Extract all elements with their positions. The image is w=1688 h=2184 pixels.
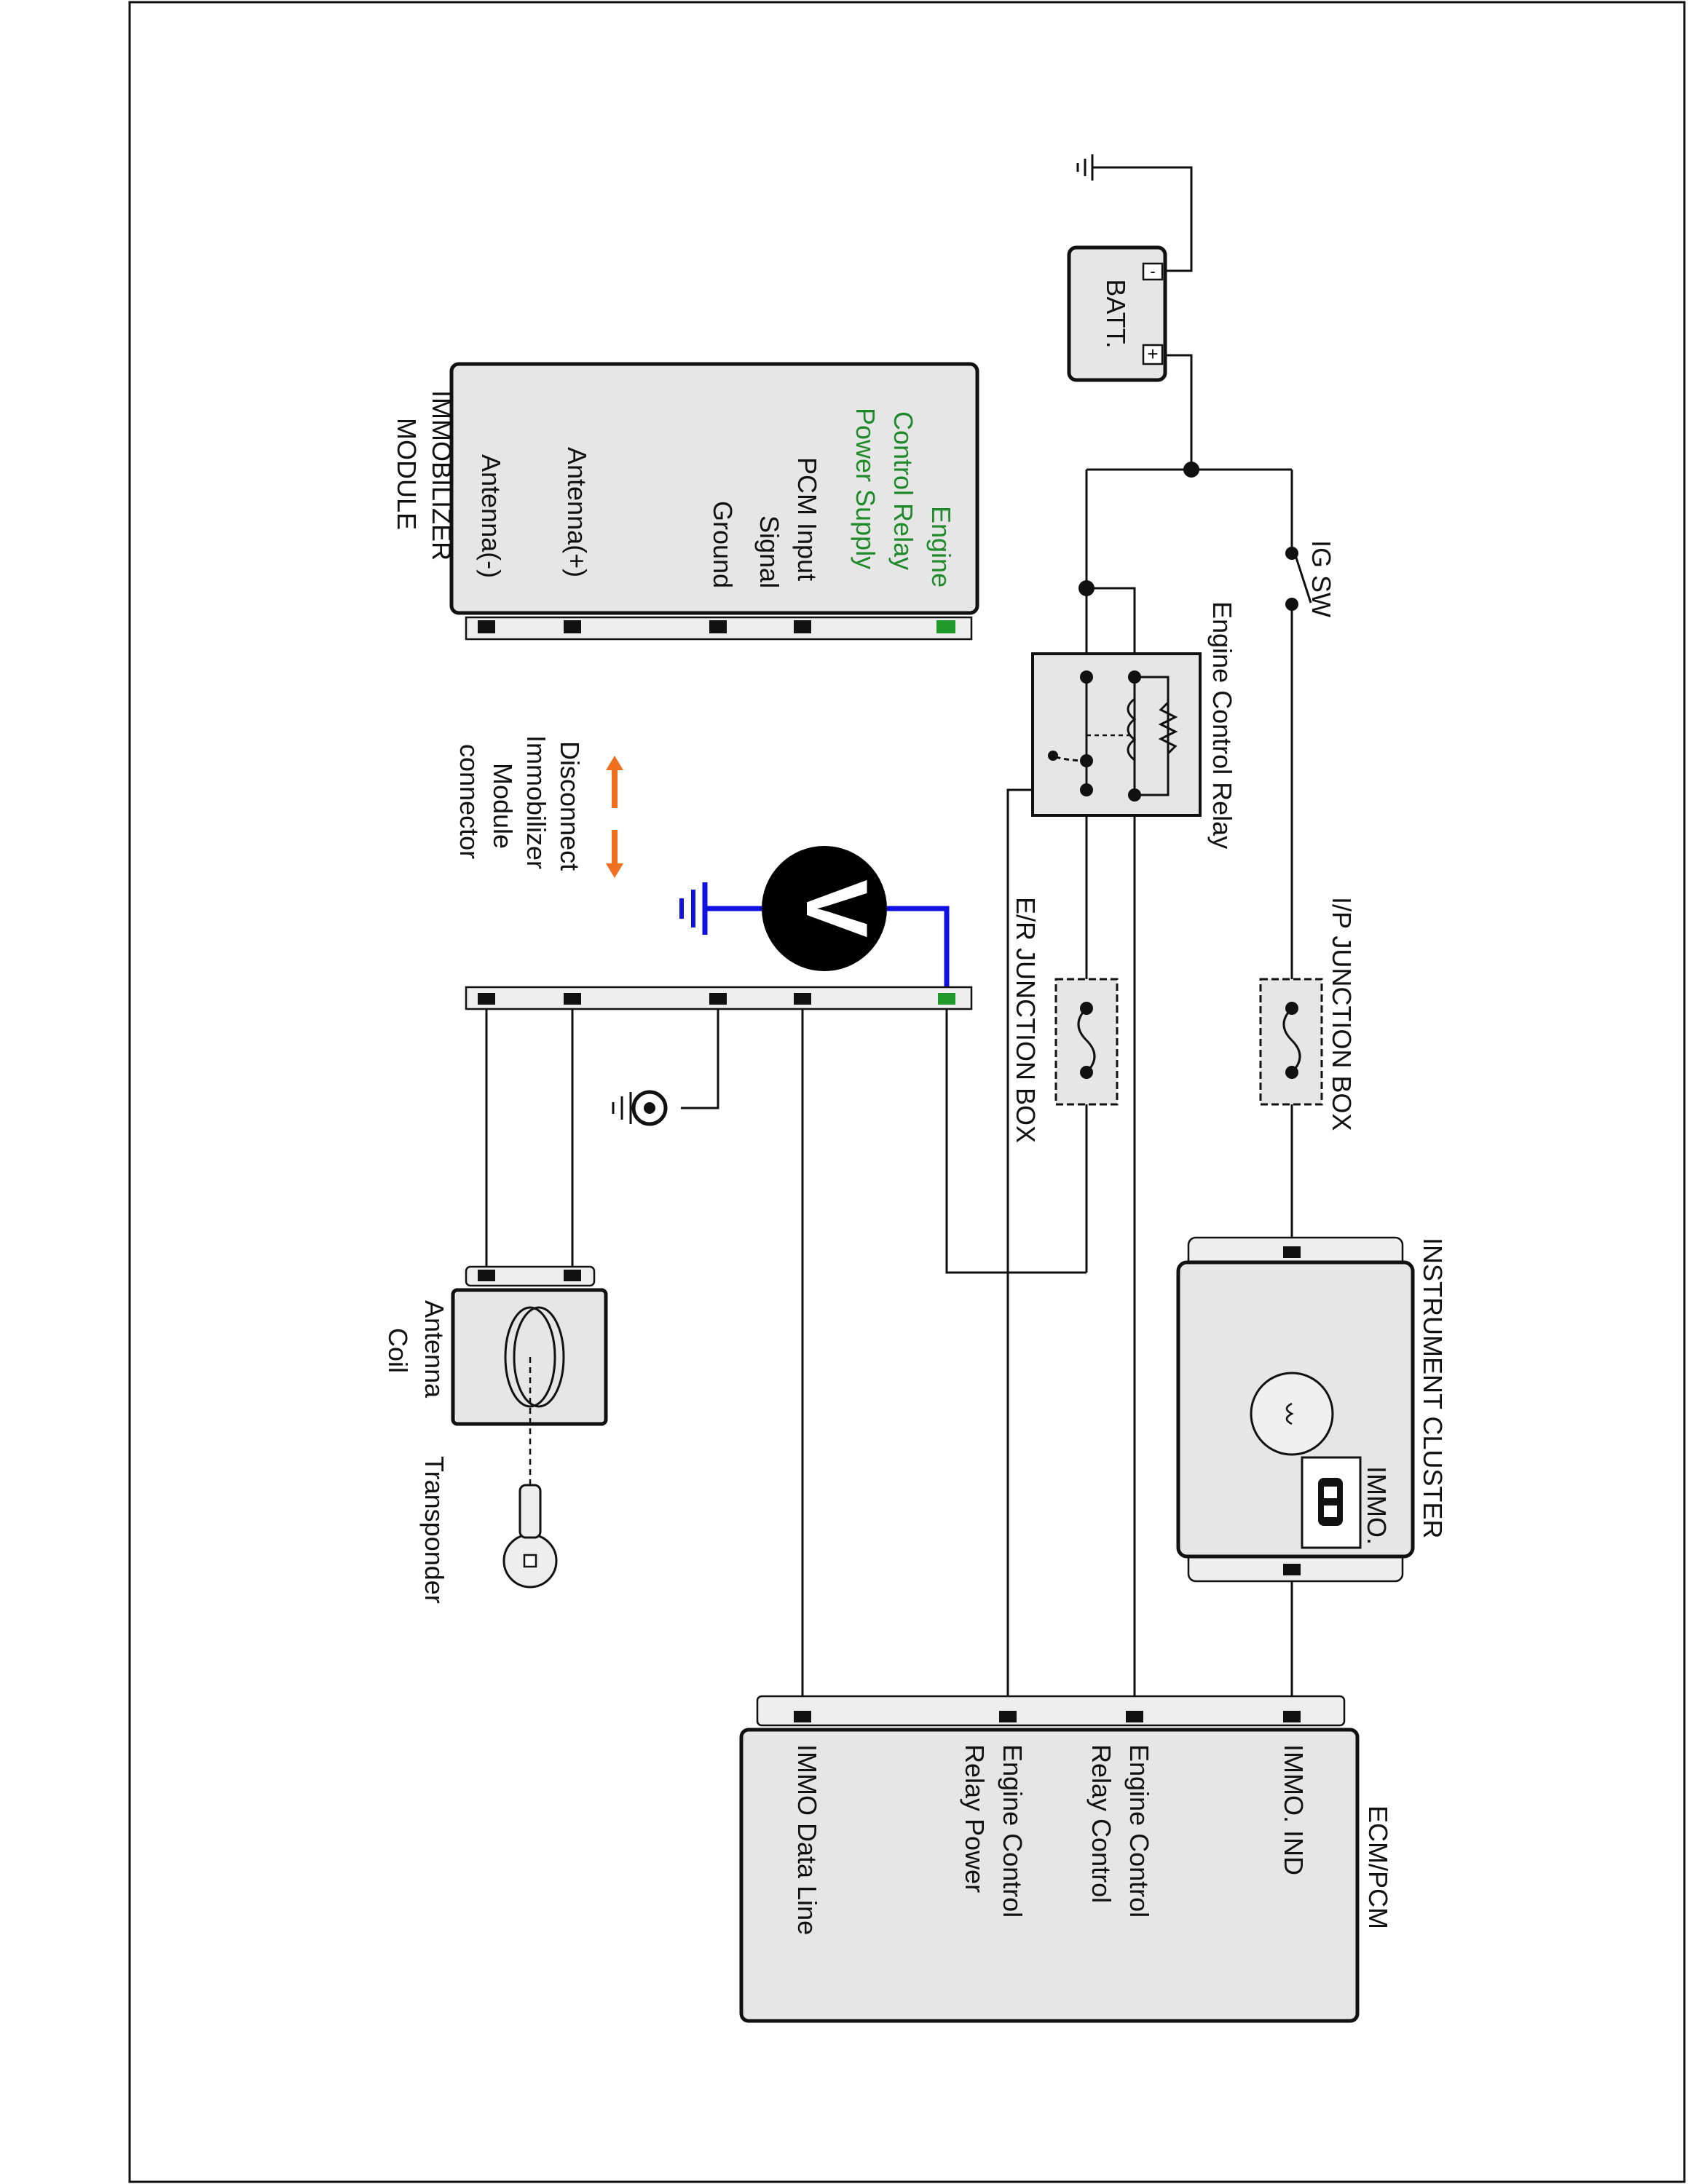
probe-wire-positive — [887, 906, 950, 999]
er-junction-fuse: E/R JUNCTION BOX — [1011, 897, 1119, 1143]
junction-dot — [1183, 462, 1199, 478]
ecm-pin3-label-l1: Engine Control — [998, 1744, 1028, 1918]
car-icon — [1318, 1478, 1343, 1526]
voltmeter: V — [679, 846, 950, 999]
battery-neg-terminal — [1142, 262, 1164, 281]
ground-symbol-top — [1076, 154, 1094, 181]
antenna-coil: Antenna Coil — [383, 1265, 608, 1485]
immobilizer-module: Engine Control Relay Power Supply PCM In… — [392, 362, 979, 641]
voltmeter-body — [762, 846, 887, 971]
ecm-pin2-label-l1: Engine Control — [1124, 1744, 1154, 1918]
immobilizer-pin5-label: Antenna(-) — [476, 454, 506, 578]
battery-pos-mark: + — [1147, 343, 1158, 365]
harness-connector — [465, 986, 973, 1010]
relay-label: Engine Control Relay — [1207, 601, 1237, 849]
immobilizer-title-l2: MODULE — [392, 418, 422, 530]
immobilizer-pin2-label-l1: PCM Input — [792, 457, 822, 581]
battery-pos-terminal — [1142, 344, 1164, 365]
immobilizer-pin3-label: Ground — [708, 501, 738, 588]
ecm-pin3-label-l2: Relay Power — [960, 1744, 990, 1893]
immobilizer-pin4-label: Antenna(+) — [562, 447, 592, 577]
disconnect-label-l4: connector — [454, 744, 484, 859]
transponder-label: Transponder — [419, 1456, 449, 1604]
antenna-label-l2: Coil — [383, 1328, 413, 1373]
immobilizer-pin1-label-l3: Power Supply — [851, 408, 880, 569]
antenna-label-l1: Antenna — [419, 1300, 449, 1398]
ecm-pin1-label: IMMO. IND — [1279, 1744, 1309, 1875]
immobilizer-pin2-label-l2: Signal — [754, 515, 784, 588]
engine-control-relay: Engine Control Relay — [1031, 601, 1237, 849]
disconnect-label-l1: Disconnect — [555, 741, 585, 871]
er-junction-label: E/R JUNCTION BOX — [1011, 897, 1041, 1143]
immobilizer-pin1-label-l2: Control Relay — [888, 411, 918, 570]
voltmeter-symbol: V — [788, 879, 886, 938]
ip-junction-fuse: I/P JUNCTION BOX — [1259, 897, 1357, 1131]
chassis-ground-symbol — [612, 1090, 668, 1126]
ignition-switch: IG SW — [1285, 540, 1336, 617]
disconnect-arrow — [606, 756, 623, 878]
ecm-pin2-label-l2: Relay Control — [1086, 1744, 1116, 1903]
disconnect-label-l3: Module — [488, 763, 518, 849]
ecm-title: ECM/PCM — [1363, 1805, 1393, 1929]
ground-symbol-probe — [679, 882, 708, 935]
instrument-cluster: IMMO. INSTRUMENT CLUSTER — [1176, 1236, 1448, 1583]
disconnect-label-l2: Immobilizer — [521, 735, 551, 869]
ecm-pin4-label: IMMO Data Line — [792, 1744, 822, 1935]
page-frame — [128, 1, 1686, 2183]
battery-neg-mark: - — [1150, 262, 1155, 280]
coil-winding-icon — [504, 1306, 556, 1408]
battery: - + BATT. — [1067, 245, 1167, 382]
immo-indicator-label: IMMO. — [1362, 1466, 1392, 1545]
immobilizer-pin1-label-l1: Engine — [926, 506, 956, 587]
ip-junction-label: I/P JUNCTION BOX — [1327, 897, 1357, 1131]
junction-dot — [1078, 580, 1095, 596]
ig-sw-label: IG SW — [1306, 540, 1336, 617]
instrument-cluster-label: INSTRUMENT CLUSTER — [1418, 1238, 1448, 1538]
transponder-key-icon: Transponder — [419, 1456, 558, 1604]
battery-label: BATT. — [1101, 279, 1131, 348]
probed-pin — [938, 993, 955, 1005]
immobilizer-title-l1: IMMOBILIZER — [427, 390, 457, 561]
ecm-pcm: ECM/PCM IMMO. IND Engine Control Relay C… — [739, 1695, 1393, 2023]
